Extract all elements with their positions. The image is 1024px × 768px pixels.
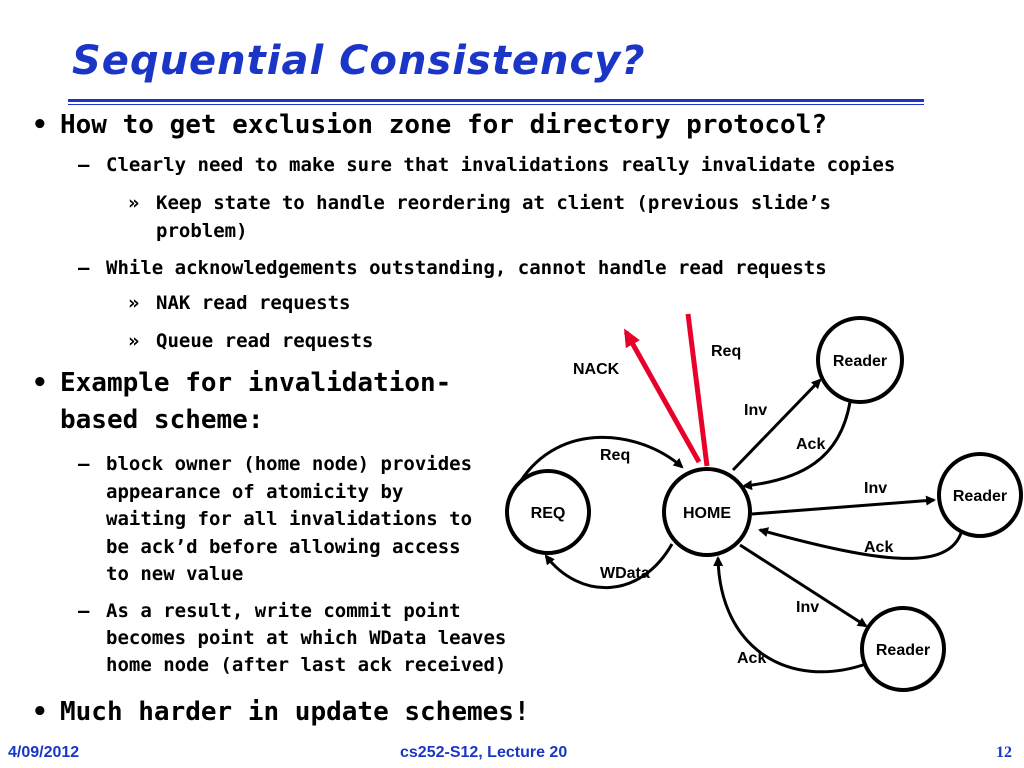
- ack-label-3: Ack: [737, 650, 766, 667]
- wdata-label: WData: [600, 565, 650, 582]
- bullet-2-sub-2-line-1: As a result, write commit point: [106, 600, 461, 622]
- bullet-2-sub-2-line-2: becomes point at which WData leaves: [106, 627, 507, 649]
- bullet-2-sub-2-line-3: home node (after last ack received): [106, 654, 507, 676]
- ack-arrow-2: [758, 527, 964, 560]
- inv-arrow-1: [731, 378, 822, 472]
- req-top-label: Req: [711, 343, 741, 360]
- inv-arrow-3: [739, 543, 868, 628]
- bullet-marker: •: [32, 697, 48, 727]
- bullet-1-sub-2: While acknowledgements outstanding, cann…: [106, 257, 827, 279]
- reader-node-1-label: Reader: [833, 353, 887, 370]
- bullet-1-sub-2-item-2: Queue read requests: [156, 330, 374, 352]
- inv-label-1: Inv: [744, 402, 767, 419]
- wdata-arrow: [544, 543, 674, 589]
- req-arrow-red: [685, 313, 710, 467]
- raquo-marker: »: [128, 330, 140, 352]
- reader-node-2-label: Reader: [953, 488, 1007, 505]
- title-rule-thick: [68, 99, 924, 102]
- home-node-label: HOME: [683, 505, 731, 522]
- nack-arrow: [623, 328, 702, 464]
- footer-date: 4/09/2012: [8, 744, 80, 761]
- inv-arrow-2: [751, 495, 936, 516]
- reader-node-3: [860, 606, 946, 692]
- ack-arrow-1: [742, 401, 852, 491]
- ack-label-2: Ack: [864, 539, 893, 556]
- raquo-marker: »: [128, 192, 140, 214]
- bullet-2-sub-1-line-4: be ack’d before allowing access: [106, 536, 461, 558]
- bullet-1-sub-2-item-1: NAK read requests: [156, 292, 351, 314]
- reader-node-3-label: Reader: [876, 642, 930, 659]
- bullet-2-line-2: based scheme:: [60, 405, 264, 435]
- bullet-3-text: Much harder in update schemes!: [60, 697, 530, 727]
- reader-node-1: [816, 316, 904, 404]
- home-node: [662, 467, 752, 557]
- dash-marker: –: [78, 453, 90, 475]
- dash-marker: –: [78, 600, 90, 622]
- req-node: [505, 469, 591, 555]
- req-node-label: REQ: [531, 505, 566, 522]
- req-mid-label: Req: [600, 447, 630, 464]
- dash-marker: –: [78, 257, 90, 279]
- bullet-marker: •: [32, 368, 48, 398]
- bullet-2-sub-1-line-1: block owner (home node) provides: [106, 453, 473, 475]
- raquo-marker: »: [128, 292, 140, 314]
- bullet-1-text: How to get exclusion zone for directory …: [60, 110, 828, 140]
- bullet-1-sub-1: Clearly need to make sure that invalidat…: [106, 154, 896, 176]
- bullet-2-sub-1-line-3: waiting for all invalidations to: [106, 508, 473, 530]
- title-rule-thin: [68, 104, 924, 105]
- bullet-marker: •: [32, 110, 48, 140]
- slide-title: Sequential Consistency?: [72, 38, 646, 84]
- bullet-1-sub-1-item-1-line-2: problem): [156, 220, 248, 242]
- req-arrow: [518, 435, 684, 483]
- inv-label-2: Inv: [864, 480, 887, 497]
- bullet-2-sub-1-line-2: appearance of atomicity by: [106, 481, 404, 503]
- ack-arrow-3: [713, 556, 867, 674]
- footer-page-number: 12: [996, 744, 1012, 761]
- footer-course: cs252-S12, Lecture 20: [400, 744, 568, 761]
- reader-node-2: [937, 452, 1023, 538]
- nack-label: NACK: [573, 361, 620, 378]
- bullet-1-sub-1-item-1-line-1: Keep state to handle reordering at clien…: [156, 192, 831, 214]
- bullet-2-line-1: Example for invalidation-: [60, 368, 452, 398]
- ack-label-1: Ack: [796, 436, 825, 453]
- bullet-2-sub-1-line-5: to new value: [106, 563, 244, 585]
- inv-label-3: Inv: [796, 599, 819, 616]
- dash-marker: –: [78, 154, 90, 176]
